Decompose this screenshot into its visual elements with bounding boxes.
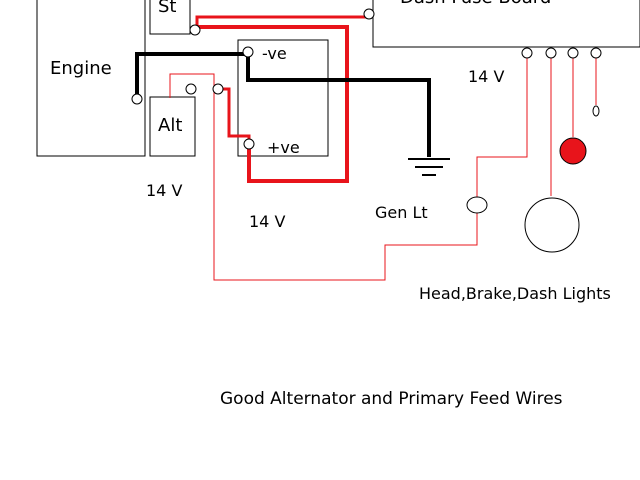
starter-terminal — [189, 24, 201, 36]
alternator-box — [149, 96, 196, 157]
fuse-board-input-terminal — [363, 8, 375, 20]
battery-box — [237, 39, 329, 157]
battery-positive-terminal — [243, 138, 255, 150]
fuse-terminal-3 — [567, 47, 579, 59]
ground-symbol — [408, 158, 450, 176]
lights-label: Head,Brake,Dash Lights — [419, 284, 611, 303]
fuse-feed-wire — [476, 56, 528, 198]
battery-voltage-label: 14 V — [249, 212, 285, 231]
alternator-field-terminal — [185, 83, 197, 95]
headlight-lamp — [524, 197, 580, 253]
starter-box — [149, 0, 191, 35]
dash-light-lamp — [592, 105, 600, 117]
alternator-output-terminal — [212, 83, 224, 95]
battery-positive-wire — [197, 25, 349, 183]
engine-label: Engine — [50, 58, 112, 79]
engine-terminal — [131, 93, 143, 105]
engine-voltage-label: 14 V — [146, 181, 182, 200]
starter-label: St — [158, 0, 176, 17]
gen-light-bulb — [466, 196, 488, 214]
fuse-terminal-1 — [521, 47, 533, 59]
battery-positive-label: +ve — [267, 138, 300, 157]
engine-ground-wire — [135, 52, 248, 97]
dash-fuse-board — [372, 0, 640, 48]
dash-fuse-board-label: Dash Fuse Board — [400, 0, 551, 8]
fuse-terminal-4 — [590, 47, 602, 59]
engine-block — [36, 0, 146, 157]
brake-light-lamp — [559, 137, 587, 165]
gen-light-label: Gen Lt — [375, 203, 428, 222]
diagram-caption: Good Alternator and Primary Feed Wires — [220, 389, 563, 409]
battery-ground-wire — [246, 54, 431, 157]
battery-negative-terminal — [242, 46, 254, 58]
alternator-label: Alt — [158, 115, 182, 136]
battery-negative-label: -ve — [262, 44, 287, 63]
gen-light-wire — [169, 73, 478, 281]
fuse-terminal-2 — [545, 47, 557, 59]
fuse-voltage-label: 14 V — [468, 67, 504, 86]
